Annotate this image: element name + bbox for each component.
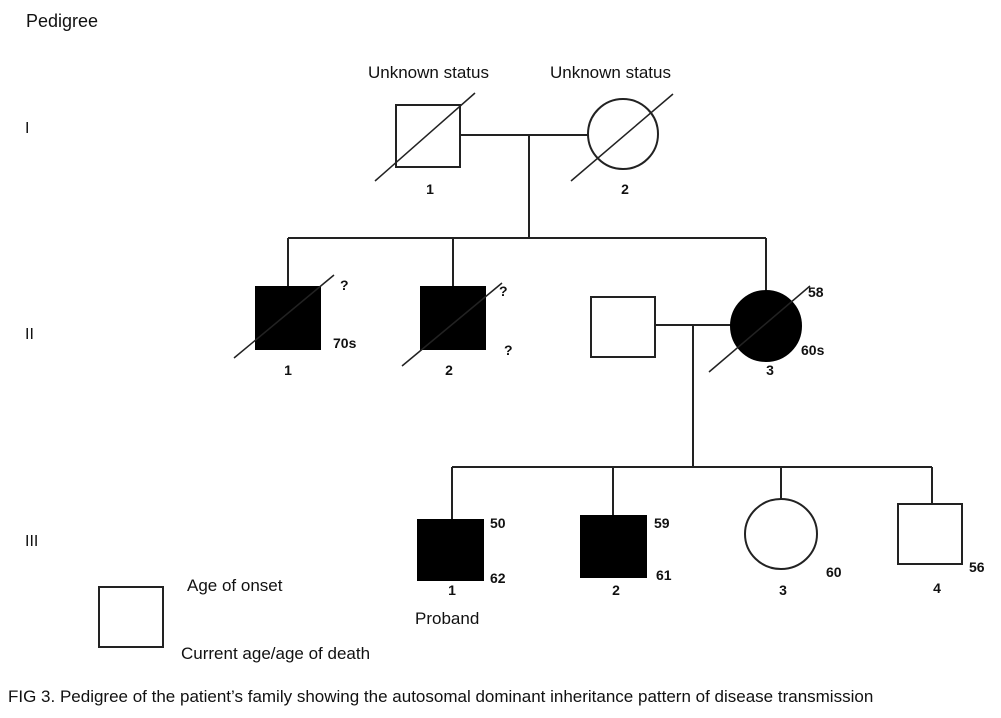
II3-age: 60s (801, 342, 825, 358)
individual-III4-symbol (897, 503, 963, 565)
individual-II2-symbol (420, 286, 486, 350)
deceased-slash-I1 (374, 92, 476, 182)
generation-label-III: III (25, 533, 39, 550)
individual-III3-symbol (744, 498, 818, 570)
figure-caption: FIG 3. Pedigree of the patient’s family … (8, 687, 874, 706)
legend-age-of-onset: Age of onset (187, 576, 283, 595)
III4-age: 56 (969, 559, 985, 575)
individual-II1-symbol (255, 286, 321, 350)
II3-onset: 58 (808, 284, 824, 300)
III2-number: 2 (612, 582, 620, 598)
II3-number: 3 (766, 362, 774, 378)
connector-lines (287, 134, 933, 520)
I2-number: 2 (621, 181, 629, 197)
individual-II3-symbol (730, 290, 802, 362)
deceased-slash-I2 (570, 93, 674, 182)
II2-age: ? (504, 342, 513, 358)
III1-age: 62 (490, 570, 506, 586)
proband-label: Proband (415, 609, 480, 628)
deceased-slash-II3 (708, 285, 811, 373)
deceased-slash-II1 (233, 274, 335, 359)
legend-current-age: Current age/age of death (181, 644, 371, 663)
III1-number: 1 (448, 582, 456, 598)
generation-label-I: I (25, 120, 30, 137)
III3-age: 60 (826, 564, 842, 580)
III2-onset: 59 (654, 515, 670, 531)
III1-onset: 50 (490, 515, 506, 531)
II1-age: 70s (333, 335, 357, 351)
I1-number: 1 (426, 181, 434, 197)
I2-status-label: Unknown status (550, 63, 671, 82)
III3-number: 3 (779, 582, 787, 598)
III4-number: 4 (933, 580, 941, 596)
II1-number: 1 (284, 362, 292, 378)
I1-status-label: Unknown status (368, 63, 489, 82)
individual-III1-symbol (417, 519, 484, 581)
individual-III2-symbol (580, 515, 647, 578)
II1-onset: ? (340, 277, 349, 293)
figure-title: Pedigree (26, 11, 99, 31)
II2-number: 2 (445, 362, 453, 378)
III2-age: 61 (656, 567, 672, 583)
deceased-slash-II2 (401, 282, 503, 367)
individual-II-spouse-symbol (590, 296, 656, 358)
II2-onset: ? (499, 283, 508, 299)
legend-symbol (98, 586, 164, 648)
generation-label-II: II (25, 326, 34, 343)
